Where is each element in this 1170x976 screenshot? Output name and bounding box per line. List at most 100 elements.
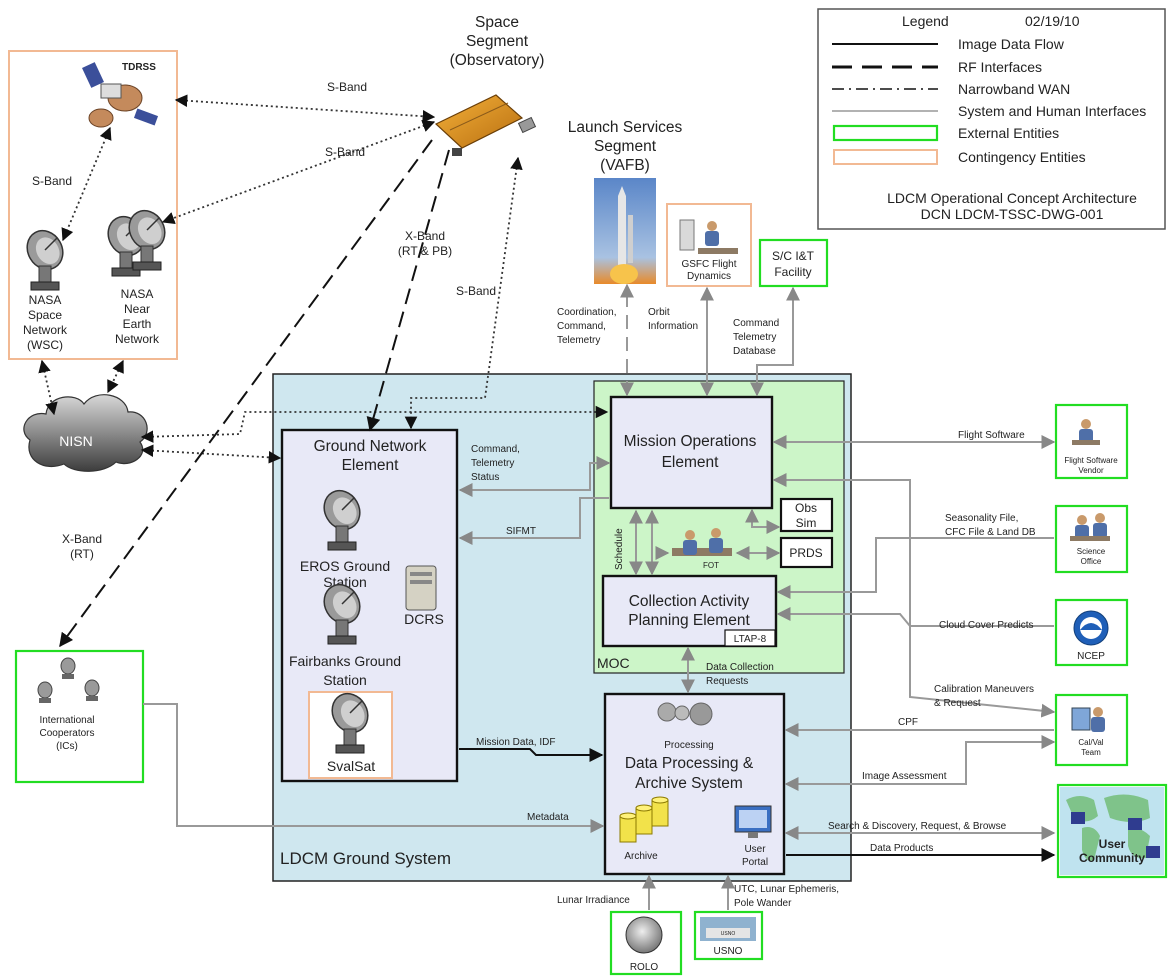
xband-rtpb-flow: [366, 149, 450, 432]
nasa-sn-label: Network: [23, 323, 68, 337]
sc-iat-label: S/C I&T: [772, 249, 815, 263]
command-telemetry-status-flow: [458, 456, 611, 497]
moon-icon: [625, 916, 663, 954]
calval-label: Team: [1081, 748, 1101, 757]
user-portal-label: Portal: [742, 857, 768, 868]
legend-caption: LDCM Operational Concept Architecture: [887, 190, 1137, 206]
seasonality-flow: [776, 537, 1054, 599]
nasa-sn-label: (WSC): [27, 338, 63, 352]
flow-label: & Request: [934, 698, 981, 709]
dpas-title: Data Processing &: [625, 755, 754, 772]
legend-item: Narrowband WAN: [958, 81, 1070, 97]
flow-label: Lunar Irradiance: [557, 895, 630, 906]
flow-label: S-Band: [32, 174, 72, 188]
legend-item: System and Human Interfaces: [958, 103, 1146, 119]
flow-label: Mission Data, IDF: [476, 737, 555, 748]
nisn-label: NISN: [59, 433, 92, 449]
legend: Legend 02/19/10 Image Data Flow RF Inter…: [817, 8, 1166, 230]
legend-title: Legend: [902, 13, 949, 29]
science-office-people-icon: [1070, 513, 1110, 541]
fsw-vendor-label: Vendor: [1078, 466, 1104, 475]
mission-operations-element-box: [609, 395, 774, 510]
sifmt-flow: [458, 497, 609, 545]
moe-title: Mission Operations: [624, 433, 757, 450]
gsfc-label: Dynamics: [687, 271, 731, 282]
flow-label: Requests: [706, 676, 748, 687]
dcrs-label: DCRS: [404, 611, 444, 627]
nasa-nen-label: Earth: [123, 317, 152, 331]
flow-label: CPF: [898, 717, 918, 728]
flow-label: Seasonality File,: [945, 513, 1018, 524]
gsfc-operator-icon: [679, 219, 738, 254]
calibration-maneuvers-flow: [772, 473, 1056, 718]
legend-item: Contingency Entities: [958, 149, 1086, 165]
processing-label: Processing: [664, 740, 713, 751]
nisn-moe-flow: [140, 405, 609, 443]
usno-photo-text: USNO: [721, 931, 736, 937]
fot-label: FOT: [703, 561, 719, 570]
flow-label: Data Products: [870, 843, 933, 854]
obs-sim-label: Sim: [796, 516, 817, 530]
user-community-label: User: [1099, 837, 1126, 851]
calval-team-icon: [1071, 707, 1105, 732]
flow-label: Telemetry: [557, 335, 600, 346]
launch-services-label: Launch Services: [568, 119, 683, 136]
usno-building-icon: USNO: [700, 917, 756, 941]
sc-iat-facility-box: [758, 238, 829, 288]
legend-item: Image Data Flow: [958, 36, 1065, 52]
xband-rt-flow: [59, 139, 433, 648]
legend-caption: DCN LDCM-TSSC-DWG-001: [921, 206, 1104, 222]
capes-title: Planning Element: [628, 612, 750, 629]
legend-date: 02/19/10: [1025, 13, 1080, 29]
flow-label: Command: [733, 318, 779, 329]
ground-network-title: Ground Network: [314, 438, 427, 455]
capes-title: Collection Activity: [629, 593, 750, 610]
nasa-sn-label: Space: [28, 308, 62, 322]
flow-label: CFC File & Land DB: [945, 527, 1036, 538]
flow-label: Status: [471, 472, 499, 483]
prds-label: PRDS: [789, 546, 822, 560]
observatory-satellite-icon: [434, 94, 537, 156]
flow-label: Command,: [557, 321, 606, 332]
calval-label: Cal/Val: [1078, 738, 1103, 747]
flow-label: Cloud Cover Predicts: [939, 620, 1033, 631]
flow-label: UTC, Lunar Ephemeris,: [734, 884, 839, 895]
command-telemetry-db-flow: [750, 286, 800, 397]
user-portal-label: User: [744, 844, 766, 855]
flow-label: Command,: [471, 444, 520, 455]
flow-label: Image Assessment: [862, 771, 947, 782]
flow-label: Pole Wander: [734, 898, 792, 909]
flow-label: Telemetry: [471, 458, 514, 469]
moe-obssim-flow: [745, 508, 781, 534]
fsw-vendor-label: Flight Software: [1064, 456, 1118, 465]
moe-title: Element: [662, 454, 720, 471]
user-community-label: Community: [1079, 851, 1145, 865]
ncep-label: NCEP: [1077, 651, 1105, 662]
flow-label: Metadata: [527, 812, 569, 823]
tdrss-label: TDRSS: [122, 62, 156, 73]
flow-label: Search & Discovery, Request, & Browse: [828, 821, 1007, 832]
moc-label: MOC: [597, 655, 630, 671]
fairbanks-label: Fairbanks Ground: [289, 653, 401, 669]
sband-nen-flow: [161, 120, 436, 224]
world-map-icon: [1060, 787, 1164, 875]
flow-label: Orbit: [648, 307, 670, 318]
flow-label: S-Band: [327, 80, 367, 94]
legend-item: RF Interfaces: [958, 59, 1042, 75]
launch-services-label: Segment: [594, 138, 657, 155]
rocket-launch-photo: [594, 178, 656, 284]
nasa-sn-label: NASA: [29, 293, 62, 307]
ltap-label: LTAP-8: [734, 634, 767, 645]
nasa-nen-label: Network: [115, 332, 160, 346]
flow-label: SIFMT: [506, 526, 536, 537]
space-segment-label: Space: [475, 14, 519, 31]
space-segment-label: (Observatory): [450, 52, 545, 69]
space-segment-label: Segment: [466, 33, 529, 50]
flow-label: (RT & PB): [398, 244, 452, 258]
sband-tdrss-sn-flow: [61, 126, 112, 242]
mission-data-flow: [459, 748, 604, 762]
flow-label: S-Band: [456, 284, 496, 298]
flow-label: X-Band: [405, 229, 445, 243]
cloud-cover-flow: [776, 607, 1054, 627]
